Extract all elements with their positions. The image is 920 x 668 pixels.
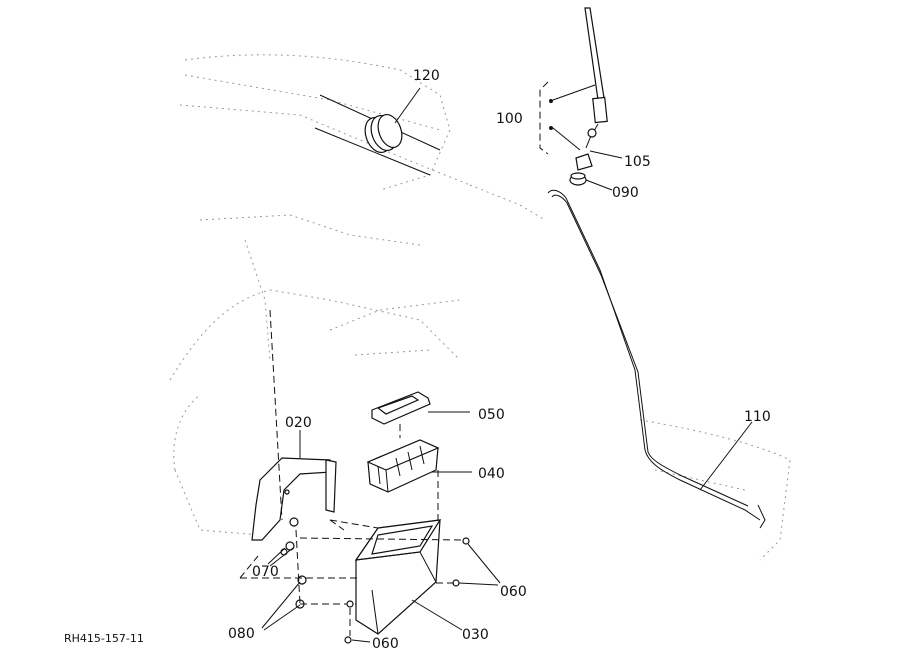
label-030: 030 [462, 627, 489, 643]
label-110: 110 [744, 409, 771, 425]
label-050: 050 [478, 407, 505, 423]
label-070: 070 [252, 564, 279, 580]
part-020-bracket [251, 430, 337, 541]
part-050-faceplate [371, 391, 470, 425]
part-100-antenna [584, 7, 608, 149]
part-105-cap [575, 150, 623, 171]
part-040-radio-unit [366, 424, 472, 520]
label-105: 105 [624, 154, 651, 170]
part-110-cable [547, 189, 766, 529]
label-120: 120 [413, 68, 440, 84]
label-060-right: 060 [500, 584, 527, 600]
screws-060 [344, 537, 501, 644]
ghosted-vehicle-body [169, 54, 791, 561]
drawing-reference: RH415-157-11 [64, 632, 144, 645]
label-040: 040 [478, 466, 505, 482]
part-030-housing [354, 519, 463, 635]
bracket-100 [539, 81, 596, 155]
label-100: 100 [496, 111, 523, 127]
label-080: 080 [228, 626, 255, 642]
label-060-bottom: 060 [372, 636, 399, 652]
part-120-clamp [314, 87, 441, 176]
label-090: 090 [612, 185, 639, 201]
label-020: 020 [285, 415, 312, 431]
fasteners-070-080 [239, 309, 463, 631]
part-090-grommet [569, 172, 613, 191]
